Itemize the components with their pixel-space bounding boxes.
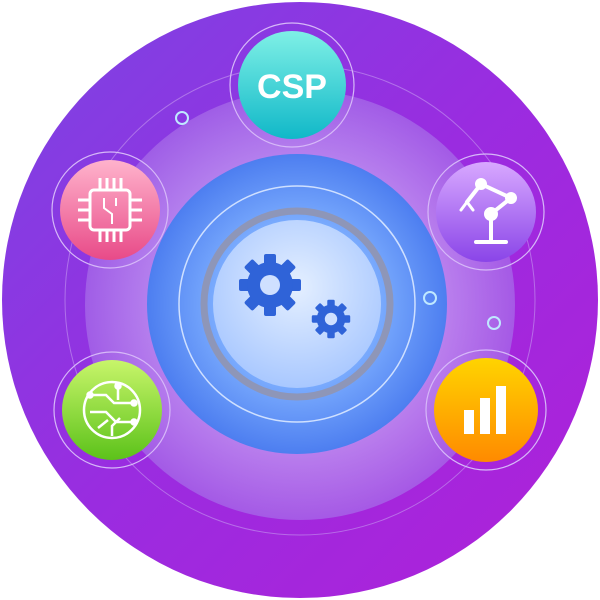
bubble	[423, 291, 437, 305]
robot-arm-icon	[459, 178, 517, 244]
chip-node[interactable]	[51, 151, 169, 269]
circuit-globe-icon	[82, 380, 142, 440]
microchip-icon	[78, 178, 142, 242]
csp-label: CSP	[257, 68, 327, 106]
gears-icon	[239, 254, 351, 339]
bubble	[175, 111, 189, 125]
inner-ring	[178, 185, 416, 423]
circuit-node[interactable]	[53, 351, 171, 469]
bubble	[487, 316, 501, 330]
bar-chart-icon	[464, 386, 506, 434]
robot-node[interactable]	[427, 153, 545, 271]
csp-node[interactable]: CSP	[229, 22, 355, 148]
steel-ring	[200, 207, 394, 401]
chart-node[interactable]	[425, 349, 547, 471]
core-disc	[213, 220, 381, 388]
